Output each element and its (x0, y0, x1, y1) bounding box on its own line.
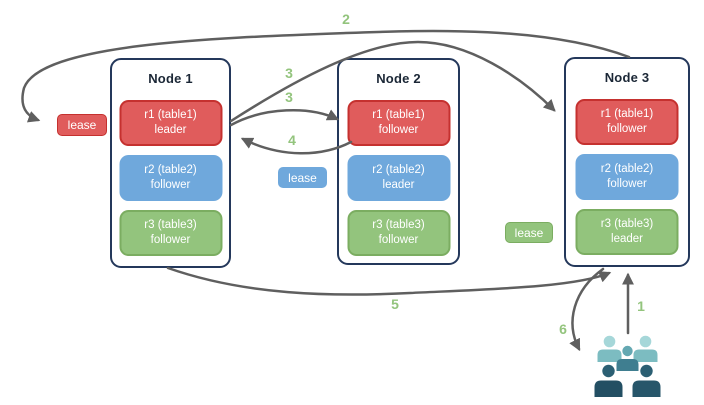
replica-name: r1 (table1) (372, 109, 425, 122)
replica-name: r3 (table3) (144, 219, 197, 232)
lease-badge-table1: lease (57, 114, 107, 136)
step-label-2: 2 (342, 11, 350, 27)
node-3-replica-r1-follower: r1 (table1) follower (575, 99, 679, 145)
replica-role: follower (150, 179, 191, 191)
node-1-replica-r1-leader: r1 (table1) leader (119, 100, 222, 146)
replica-role: leader (154, 124, 187, 136)
replica-name: r1 (table1) (144, 109, 197, 122)
replica-role: follower (607, 178, 647, 190)
node-2-replica-r2-leader: r2 (table2) leader (347, 155, 450, 201)
replica-name: r2 (table2) (144, 164, 197, 177)
arrow-step-6-response-to-user (569, 267, 605, 352)
step-label-5: 5 (391, 296, 399, 312)
lease-label: lease (67, 118, 97, 132)
replica-role: follower (378, 234, 419, 246)
lease-badge-table3: lease (505, 222, 553, 243)
node-3-title: Node 3 (604, 70, 650, 85)
arrow-step-3-leader-to-node2 (229, 108, 340, 127)
step-label-1: 1 (637, 298, 645, 314)
replica-role: leader (611, 233, 643, 245)
node-2-replica-r1-follower: r1 (table1) follower (347, 100, 450, 146)
node-1-replica-r3-follower: r3 (table3) follower (119, 210, 222, 256)
replica-role: follower (607, 123, 647, 135)
step-label-3b: 3 (285, 89, 293, 105)
step-label-6: 6 (559, 321, 567, 337)
node-1-replica-r2-follower: r2 (table2) follower (119, 155, 222, 201)
lease-label: lease (514, 225, 544, 240)
replica-name: r2 (table2) (600, 163, 654, 176)
node-2-title: Node 2 (376, 71, 421, 86)
replica-role: follower (378, 124, 419, 136)
node-2-replica-r3-follower: r3 (table3) follower (347, 210, 450, 256)
replica-name: r3 (table3) (372, 219, 425, 232)
node-3-replica-r3-leader: r3 (table3) leader (575, 209, 679, 255)
replica-name: r1 (table1) (600, 108, 654, 121)
node-3: Node 3 r1 (table1) follower r2 (table2) … (564, 57, 690, 267)
step-label-3a: 3 (285, 65, 293, 81)
replica-name: r2 (table2) (372, 164, 425, 177)
lease-badge-table2: lease (278, 167, 327, 188)
arrow-step-4-follower-ack (240, 137, 353, 155)
node-1: Node 1 r1 (table1) leader r2 (table2) fo… (110, 58, 231, 268)
step-label-4: 4 (288, 132, 296, 148)
node-1-title: Node 1 (148, 71, 193, 86)
replica-role: follower (150, 234, 191, 246)
replica-role: leader (382, 179, 415, 191)
node-2: Node 2 r1 (table1) follower r2 (table2) … (337, 58, 460, 265)
lease-label: lease (288, 170, 317, 185)
replica-name: r3 (table3) (600, 218, 654, 231)
users-icon (594, 335, 661, 397)
arrow-step-5-response-to-gateway (166, 266, 612, 296)
node-3-replica-r2-follower: r2 (table2) follower (575, 154, 679, 200)
